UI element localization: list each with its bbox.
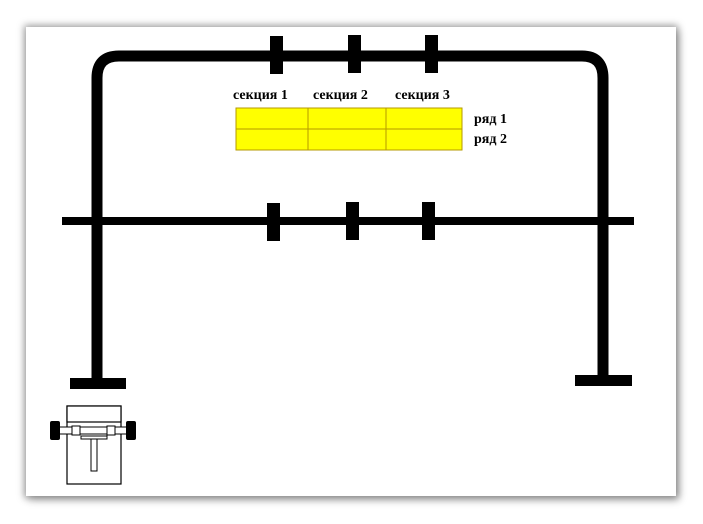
grid-cell <box>235 128 309 151</box>
robot-right-hub <box>106 425 116 436</box>
grid-cell <box>307 128 387 151</box>
robot-left-wheel <box>50 421 60 440</box>
middle-marker-2 <box>346 202 359 240</box>
robot-left-hub <box>71 425 81 436</box>
section-label-2: секция 2 <box>313 88 368 103</box>
right-post-base <box>575 375 632 386</box>
robot-right-wheel <box>126 421 136 440</box>
row-label-2: ряд 2 <box>474 132 507 147</box>
robot-sensor-stem <box>90 438 98 472</box>
grid-cell <box>385 107 463 130</box>
section-label-1: секция 1 <box>233 88 288 103</box>
diagram-sheet <box>26 27 676 496</box>
robot-front-plate <box>66 405 122 423</box>
top-marker-1 <box>270 36 283 74</box>
grid-cell <box>235 107 309 130</box>
row-label-1: ряд 1 <box>474 112 507 127</box>
robot-axle <box>57 426 131 435</box>
top-marker-2 <box>348 35 361 73</box>
cell-grid <box>235 107 463 151</box>
top-marker-3 <box>425 35 438 73</box>
grid-cell <box>385 128 463 151</box>
robot-icon <box>50 405 136 485</box>
middle-marker-1 <box>267 203 280 241</box>
left-post-base <box>70 378 126 389</box>
section-label-3: секция 3 <box>395 88 450 103</box>
middle-marker-3 <box>422 202 435 240</box>
grid-cell <box>307 107 387 130</box>
